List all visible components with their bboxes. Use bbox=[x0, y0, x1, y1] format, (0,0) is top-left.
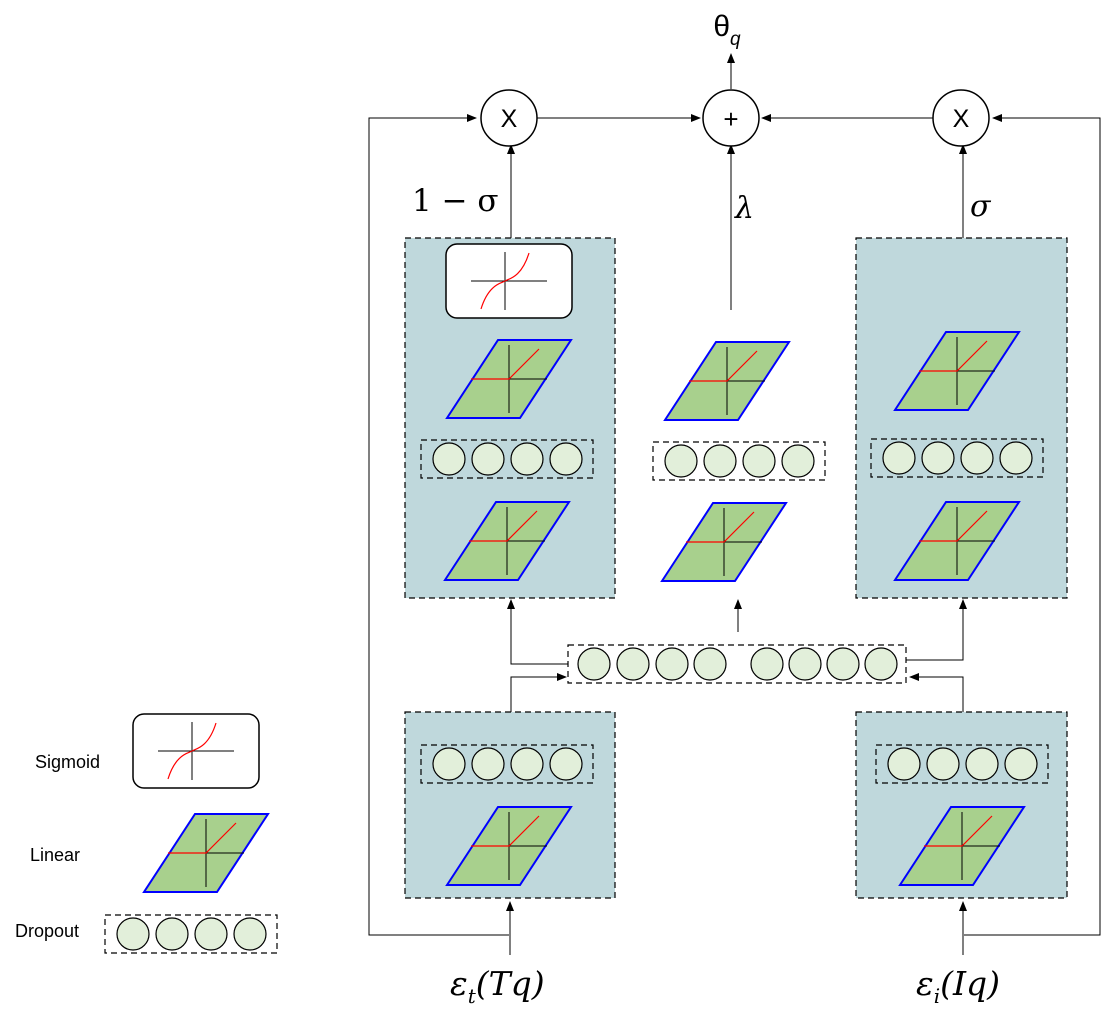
center-gate-label: λ bbox=[734, 191, 754, 226]
connector-lines bbox=[368, 53, 1101, 955]
text-input-label: εt(Tq) bbox=[450, 964, 545, 1008]
multiply-left-symbol: X bbox=[501, 105, 518, 133]
concat-dropout-icon bbox=[567, 644, 907, 684]
add-node bbox=[702, 89, 760, 147]
text-input-pre: ε bbox=[450, 964, 468, 1003]
image-input-pre: ε bbox=[916, 964, 934, 1003]
legend-linear-icon bbox=[143, 813, 269, 893]
center-dropout-icon bbox=[652, 441, 826, 481]
output-label-sub: q bbox=[730, 29, 741, 50]
legend-dropout-label: Dropout bbox=[15, 921, 79, 941]
legend: Sigmoid Linear Dropout bbox=[15, 713, 278, 954]
legend-linear-label: Linear bbox=[30, 845, 80, 865]
legend-sigmoid-label: Sigmoid bbox=[35, 752, 100, 772]
text-input-post: (Tq) bbox=[476, 964, 545, 1003]
center-linear-upper-icon bbox=[664, 341, 790, 421]
output-label-base: θ bbox=[713, 10, 730, 43]
legend-dropout-icon bbox=[104, 914, 278, 954]
image-input-post: (Iq) bbox=[940, 964, 1000, 1003]
multiply-right-node bbox=[932, 89, 990, 147]
output-label: θq bbox=[713, 10, 741, 50]
text-input-sub: t bbox=[468, 984, 477, 1008]
center-linear-lower-icon bbox=[661, 502, 787, 582]
image-input-sub: i bbox=[934, 984, 940, 1008]
right-gate-label: σ bbox=[970, 189, 992, 224]
legend-sigmoid-icon bbox=[132, 713, 260, 789]
add-symbol: + bbox=[723, 104, 738, 134]
multiply-left-node bbox=[480, 89, 538, 147]
image-input-label: εi(Iq) bbox=[916, 964, 1000, 1008]
multiply-right-symbol: X bbox=[953, 105, 970, 133]
left-sigmoid-icon bbox=[445, 243, 573, 319]
left-gate-label: 1 − σ bbox=[412, 183, 499, 219]
